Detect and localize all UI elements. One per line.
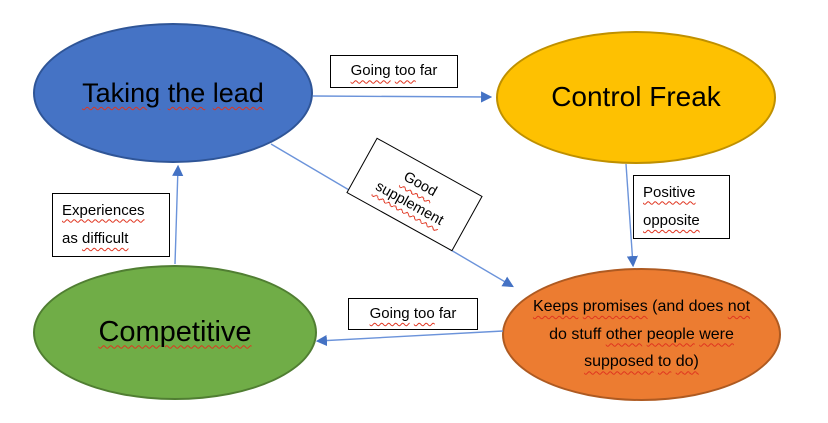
text-line: Experiences [62,197,145,226]
word-misspelled: were [699,325,734,343]
node-taking-the-lead[interactable]: Taking the lead [33,23,313,163]
connector-lead-to-control-freak[interactable] [312,91,493,103]
word: Freak [649,81,721,113]
word: Control [551,81,642,113]
text-line: supposed to do) [584,348,699,376]
word-misspelled: Going [369,304,410,322]
word-misspelled: Competitive [98,315,252,348]
text-line: do stuff other people were [549,321,734,349]
text-line: Positive [643,179,696,208]
word-misspelled: to [657,353,672,371]
word-misspelled: Positive [643,183,696,201]
label-positive-opposite[interactable]: Positive opposite [633,175,730,239]
text-line: Keeps promises (and does not [533,293,750,321]
word-misspelled: Experiences [62,201,145,219]
label-going-too-far-top[interactable]: Going too far [330,55,458,88]
word-misspelled: not [727,298,751,316]
text-line: Control Freak [551,73,721,121]
connector-keeps-promises-to-competitive[interactable] [315,330,504,347]
text-line: opposite [643,207,700,236]
text-line: Going too far [351,57,438,86]
word-misspelled: the [167,77,206,108]
text-line: as difficult [62,225,128,254]
word-misspelled: opposite [643,212,700,229]
connector-control-freak-to-keeps-promises[interactable] [625,163,638,268]
word-misspelled: supposed [584,353,654,371]
label-going-too-far-bottom[interactable]: Going too far [348,298,478,330]
word: stuff [571,325,602,343]
node-competitive[interactable]: Competitive [33,265,317,400]
word: do [549,325,567,343]
label-experiences-as-difficult[interactable]: Experiences as difficult [52,193,170,257]
word: far [419,62,438,80]
word-misspelled: lead [212,77,264,108]
word-misspelled: Going [350,62,391,80]
word-misspelled: do) [675,353,699,371]
node-control-freak[interactable]: Control Freak [496,31,776,164]
word-misspelled: people [646,325,695,343]
text-line: Going too far [370,300,457,329]
text-line: Competitive [98,308,251,358]
word: (and [652,298,685,316]
word-misspelled: too [394,62,416,80]
word-misspelled: promises [582,298,648,316]
word: far [438,304,457,322]
word-misspelled: too [413,304,435,322]
word-misspelled: difficult [82,230,129,247]
connector-competitive-to-lead[interactable] [172,164,184,265]
text-line: Taking the lead [82,70,264,116]
word: as [62,230,78,247]
word-misspelled: Taking [82,77,161,108]
word: does [688,298,724,316]
word-misspelled: other [605,325,643,343]
word-misspelled: Keeps [532,298,579,316]
